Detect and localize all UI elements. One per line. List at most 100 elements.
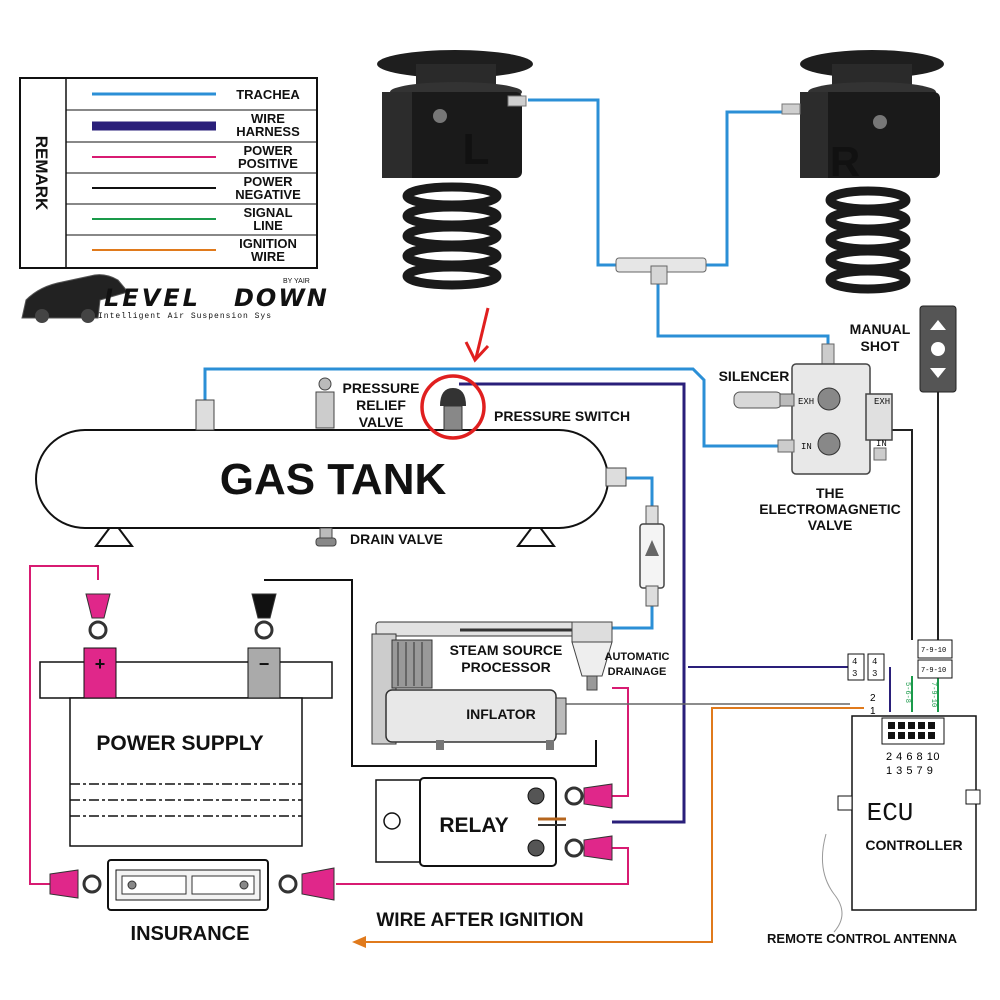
negative-crimp-connector-icon	[251, 593, 277, 619]
pressure-relief-label-1: PRESSURE	[342, 380, 419, 396]
pressure-switch	[440, 388, 466, 431]
connector-side-1: 5-6-8	[903, 682, 911, 703]
legend-label-power-positive-1: POWER	[243, 143, 293, 158]
strut-right: R	[781, 50, 944, 294]
electromagnetic-valve: EXH IN EXH IN	[791, 343, 893, 475]
ecu-title: ECU	[867, 798, 914, 828]
brand-name-left: LEVEL	[104, 284, 201, 312]
wire-ignition	[356, 707, 864, 943]
wires	[29, 382, 939, 948]
insurance-fuse	[49, 859, 335, 911]
ignition-arrow-icon	[352, 936, 366, 948]
silencer-label: SILENCER	[719, 368, 790, 384]
ecu-pins-top: 2 4 6 8 10	[886, 751, 940, 763]
relay-label: RELAY	[439, 814, 508, 837]
positive-crimp-connector-icon	[85, 593, 111, 619]
water-separator	[571, 621, 613, 691]
wire-after-ignition-label: WIRE AFTER IGNITION	[376, 910, 583, 931]
battery-positive-terminal	[83, 647, 117, 699]
inline-check-valve	[639, 505, 665, 607]
signal-valve	[892, 429, 913, 640]
connector-c-bottom: 7-9-10	[921, 667, 946, 675]
wire-positive-fuse	[336, 847, 629, 885]
legend-heading: REMARK	[32, 136, 51, 211]
wire-relay-inflator	[612, 687, 629, 797]
pressure-relief-valve	[315, 377, 335, 429]
pressure-switch-label: PRESSURE SWITCH	[494, 408, 630, 424]
legend-label-wire-harness-2: HARNESS	[236, 124, 300, 139]
connector-b-bottom: 3	[872, 669, 877, 679]
fuse-crimp-connector-right-icon	[301, 867, 335, 901]
ecu-controller-label: CONTROLLER	[865, 837, 962, 853]
automatic-drainage-label-2: DRAINAGE	[608, 666, 667, 678]
legend-label-ignition-wire-1: IGNITION	[239, 236, 297, 251]
strut-left-letter: L	[463, 125, 490, 174]
inflator-label: INFLATOR	[466, 706, 535, 722]
ecu-pin-1-label: 1	[870, 706, 876, 717]
remote-antenna-label: REMOTE CONTROL ANTENNA	[767, 931, 958, 946]
battery-plus-sign: +	[95, 654, 106, 674]
legend-label-signal-line-2: LINE	[253, 218, 283, 233]
valve-in-left: IN	[801, 442, 812, 452]
brand-tagline: Intelligent Air Suspension Sys	[98, 312, 272, 321]
steam-processor-label-2: PROCESSOR	[461, 659, 550, 675]
valve-exh-right: EXH	[874, 397, 890, 407]
fuse-crimp-connector-left-icon	[49, 869, 79, 899]
manual-shot-label-2: SHOT	[861, 338, 900, 354]
relay-crimp-connector-bottom-icon	[583, 835, 613, 861]
drain-valve-label: DRAIN VALVE	[350, 531, 443, 547]
valve-exh-left: EXH	[798, 397, 814, 407]
pressure-relief-label-2: RELIEF	[356, 397, 406, 413]
valve-label-2: ELECTROMAGNETIC	[759, 501, 901, 517]
airline-tee-to-valve	[656, 280, 830, 350]
gas-tank-label: GAS TANK	[220, 455, 447, 504]
legend-label-signal-line-1: SIGNAL	[243, 205, 292, 220]
legend-label-ignition-wire-2: WIRE	[251, 249, 285, 264]
connector-a-bottom: 3	[852, 669, 857, 679]
highlight-arrow-icon	[474, 307, 490, 359]
airline-tank-to-valve	[203, 367, 783, 448]
compressor	[371, 621, 577, 750]
valve-label-3: VALVE	[808, 517, 853, 533]
car-silhouette-icon	[21, 274, 129, 319]
valve-in-right: IN	[876, 439, 887, 449]
pressure-relief-label-3: VALVE	[359, 414, 404, 430]
battery-minus-sign: −	[259, 654, 270, 674]
power-supply-label: POWER SUPPLY	[96, 732, 263, 755]
insurance-label: INSURANCE	[131, 923, 250, 945]
legend-label-power-positive-2: POSITIVE	[238, 156, 298, 171]
airline-left-strut	[528, 98, 620, 267]
brand-by: BY YAIR	[283, 278, 310, 285]
connector-c-top: 7-9-10	[921, 647, 946, 655]
brand-logo: BY YAIR LEVEL DOWN Intelligent Air Suspe…	[21, 274, 329, 323]
gas-tank: GAS TANK	[35, 377, 627, 547]
brand-name-right: DOWN	[234, 284, 329, 312]
relay-crimp-connector-top-icon	[583, 783, 613, 809]
strut-right-letter: R	[830, 138, 860, 185]
power-supply: + −	[39, 593, 333, 847]
manual-shot-switch	[919, 305, 957, 393]
relay	[375, 777, 613, 867]
pressure-switch-highlight	[420, 374, 486, 440]
tank-side-fitting	[605, 467, 627, 487]
connector-a-top: 4	[852, 657, 857, 667]
drain-valve	[315, 527, 337, 547]
battery-negative-terminal	[247, 647, 281, 699]
ecu-controller: 2 1 2 4 6 8 10 1 3 5 7 9 ECU CONTROLLER	[837, 693, 981, 911]
connector-side-2: 7-9-10	[929, 682, 937, 707]
air-lines	[203, 98, 830, 630]
airline-right-strut	[700, 110, 790, 267]
airline-filter-to-processor	[612, 604, 654, 630]
highlight-arrowhead-icon	[464, 341, 490, 363]
legend: REMARK TRACHEA WIRE HARNESS POWER POSITI…	[19, 77, 318, 269]
valve-label-1: THE	[816, 485, 844, 501]
ecu-pin-2-label: 2	[870, 693, 876, 704]
manual-shot-label-1: MANUAL	[850, 321, 911, 337]
legend-label-wire-harness-1: WIRE	[251, 111, 285, 126]
wire-negative	[264, 579, 597, 767]
ecu-pins-bottom: 1 3 5 7 9	[886, 765, 933, 777]
strut-left: L	[377, 50, 533, 290]
tee-fitting	[615, 257, 707, 285]
harness-connectors: 4 3 4 3 7-9-10 7-9-10 5-6-8 7-9-10	[847, 639, 953, 707]
